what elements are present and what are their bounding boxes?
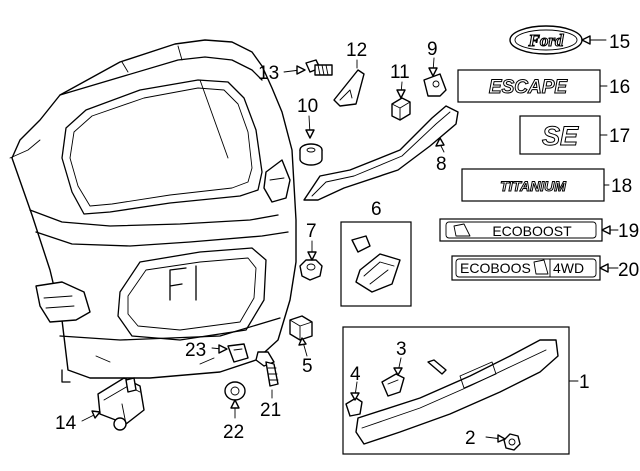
- callout-4: 4: [350, 364, 361, 385]
- callout-9: 9: [427, 39, 438, 60]
- clip-icon: [381, 373, 405, 397]
- retainer-icon: [227, 343, 249, 363]
- screw-icon: [255, 351, 279, 387]
- clip-icon: [333, 69, 365, 107]
- escape-badge: ESCAPE: [457, 69, 601, 103]
- callout-15: 15: [609, 32, 630, 53]
- liftgate-panel-icon: [9, 39, 297, 383]
- clip-icon: [345, 397, 363, 417]
- part-group-box-1: [342, 326, 570, 455]
- ecoboost-4wd-badge: ECOBOOS 4WD: [451, 255, 601, 281]
- callout-1: 1: [579, 372, 590, 393]
- se-badge: SE: [519, 115, 601, 155]
- bolt-icon: [305, 59, 333, 76]
- titanium-badge-text: TITANIUM: [500, 178, 566, 194]
- nut-icon: [503, 433, 521, 451]
- callout-5: 5: [302, 356, 313, 377]
- se-badge-text: SE: [542, 121, 579, 151]
- ecoboost-4wd-left-text: ECOBOOS: [460, 260, 531, 276]
- callout-18: 18: [611, 176, 632, 197]
- callout-8: 8: [436, 154, 447, 175]
- ford-oval-badge: Ford: [509, 25, 583, 55]
- spoiler-icon: [355, 339, 559, 445]
- applique-molding-icon: [303, 105, 459, 201]
- retainer-icon: [427, 359, 447, 375]
- callout-7: 7: [306, 221, 317, 242]
- leader-lines: [81, 35, 619, 443]
- camera-icon: [97, 377, 145, 431]
- callout-22: 22: [223, 422, 244, 443]
- callout-6: 6: [371, 199, 382, 220]
- nut-icon: [299, 259, 323, 281]
- callout-11: 11: [390, 62, 410, 83]
- callout-10: 10: [297, 96, 318, 117]
- ecoboost-badge: ECOBOOST: [439, 218, 603, 242]
- nut-icon: [299, 143, 323, 166]
- ecoboost-badge-text: ECOBOOST: [492, 223, 572, 239]
- ford-badge-text: Ford: [528, 31, 564, 50]
- escape-badge-text: ESCAPE: [489, 77, 568, 98]
- nut-icon: [224, 381, 246, 401]
- ecoboost-logo-icon: [533, 259, 549, 275]
- titanium-badge: TITANIUM: [461, 168, 605, 202]
- clip-icon: [423, 73, 447, 97]
- callout-20: 20: [618, 260, 639, 281]
- retainer-icon: [391, 97, 411, 121]
- callout-3: 3: [396, 339, 407, 360]
- ecoboost-4wd-right-text: 4WD: [553, 260, 584, 276]
- clip-icon: [351, 235, 401, 293]
- callout-labels: 1 2 3 4 5 6 7 8 9 10 11 12 13 14 15 16 1…: [55, 32, 639, 449]
- callout-2: 2: [465, 428, 476, 449]
- callout-16: 16: [609, 77, 630, 98]
- callout-12: 12: [346, 40, 367, 61]
- callout-14: 14: [55, 413, 77, 434]
- callout-17: 17: [609, 126, 630, 147]
- callout-19: 19: [618, 221, 639, 242]
- callout-13: 13: [258, 63, 279, 84]
- retainer-icon: [289, 315, 313, 341]
- callout-21: 21: [260, 400, 281, 421]
- callout-23: 23: [185, 340, 206, 361]
- ecoboost-logo-icon: [453, 223, 471, 237]
- part-group-box-6: [340, 221, 412, 307]
